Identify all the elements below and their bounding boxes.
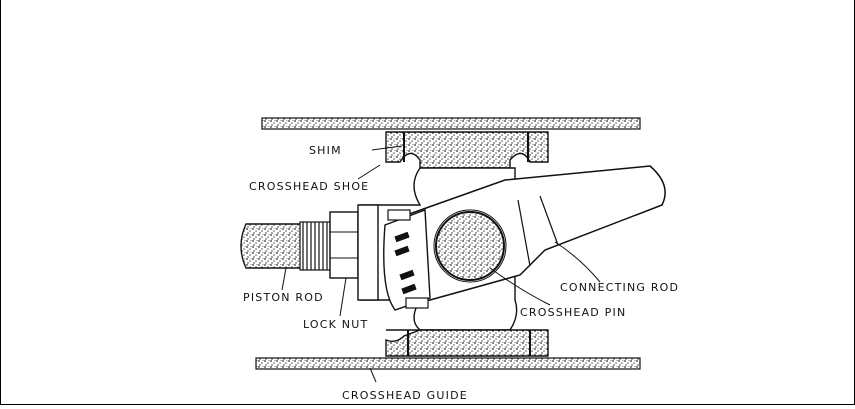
connecting-rod-leader (554, 241, 601, 283)
piston-rod-label: PISTON ROD (243, 291, 324, 304)
rod-end-strap (383, 209, 431, 311)
upper-crosshead-shoe (385, 131, 549, 169)
crosshead-shoe-leader (357, 164, 381, 180)
connecting-rod-label: CONNECTING ROD (560, 281, 679, 294)
piston-rod (240, 223, 303, 269)
lock-nut (329, 211, 359, 279)
lock-nut-label: LOCK NUT (303, 318, 368, 331)
crosshead-pin-label: CROSSHEAD PIN (520, 306, 626, 319)
shim-label: SHIM (309, 144, 342, 157)
crosshead-shoe-label: CROSSHEAD SHOE (249, 180, 369, 193)
lock-nut-leader (339, 277, 347, 317)
crosshead-pin-leader (489, 267, 551, 306)
rod-end-bolt-bottom (405, 297, 429, 309)
bearing-rollers (394, 231, 417, 295)
rod-end-bolt-top (387, 209, 411, 221)
crosshead-pin (435, 211, 505, 281)
crosshead-guide-leader (369, 367, 377, 383)
crosshead-hub (357, 204, 379, 301)
shim-leader (371, 145, 403, 151)
crosshead-guide-label: CROSSHEAD GUIDE (342, 389, 468, 402)
leader-lines (281, 145, 601, 383)
lower-crosshead-guide (255, 357, 641, 370)
piston-rod-threads (299, 221, 331, 271)
upper-crosshead-guide (261, 117, 641, 130)
piston-rod-leader (281, 267, 287, 291)
lower-crosshead-shoe (385, 329, 549, 357)
